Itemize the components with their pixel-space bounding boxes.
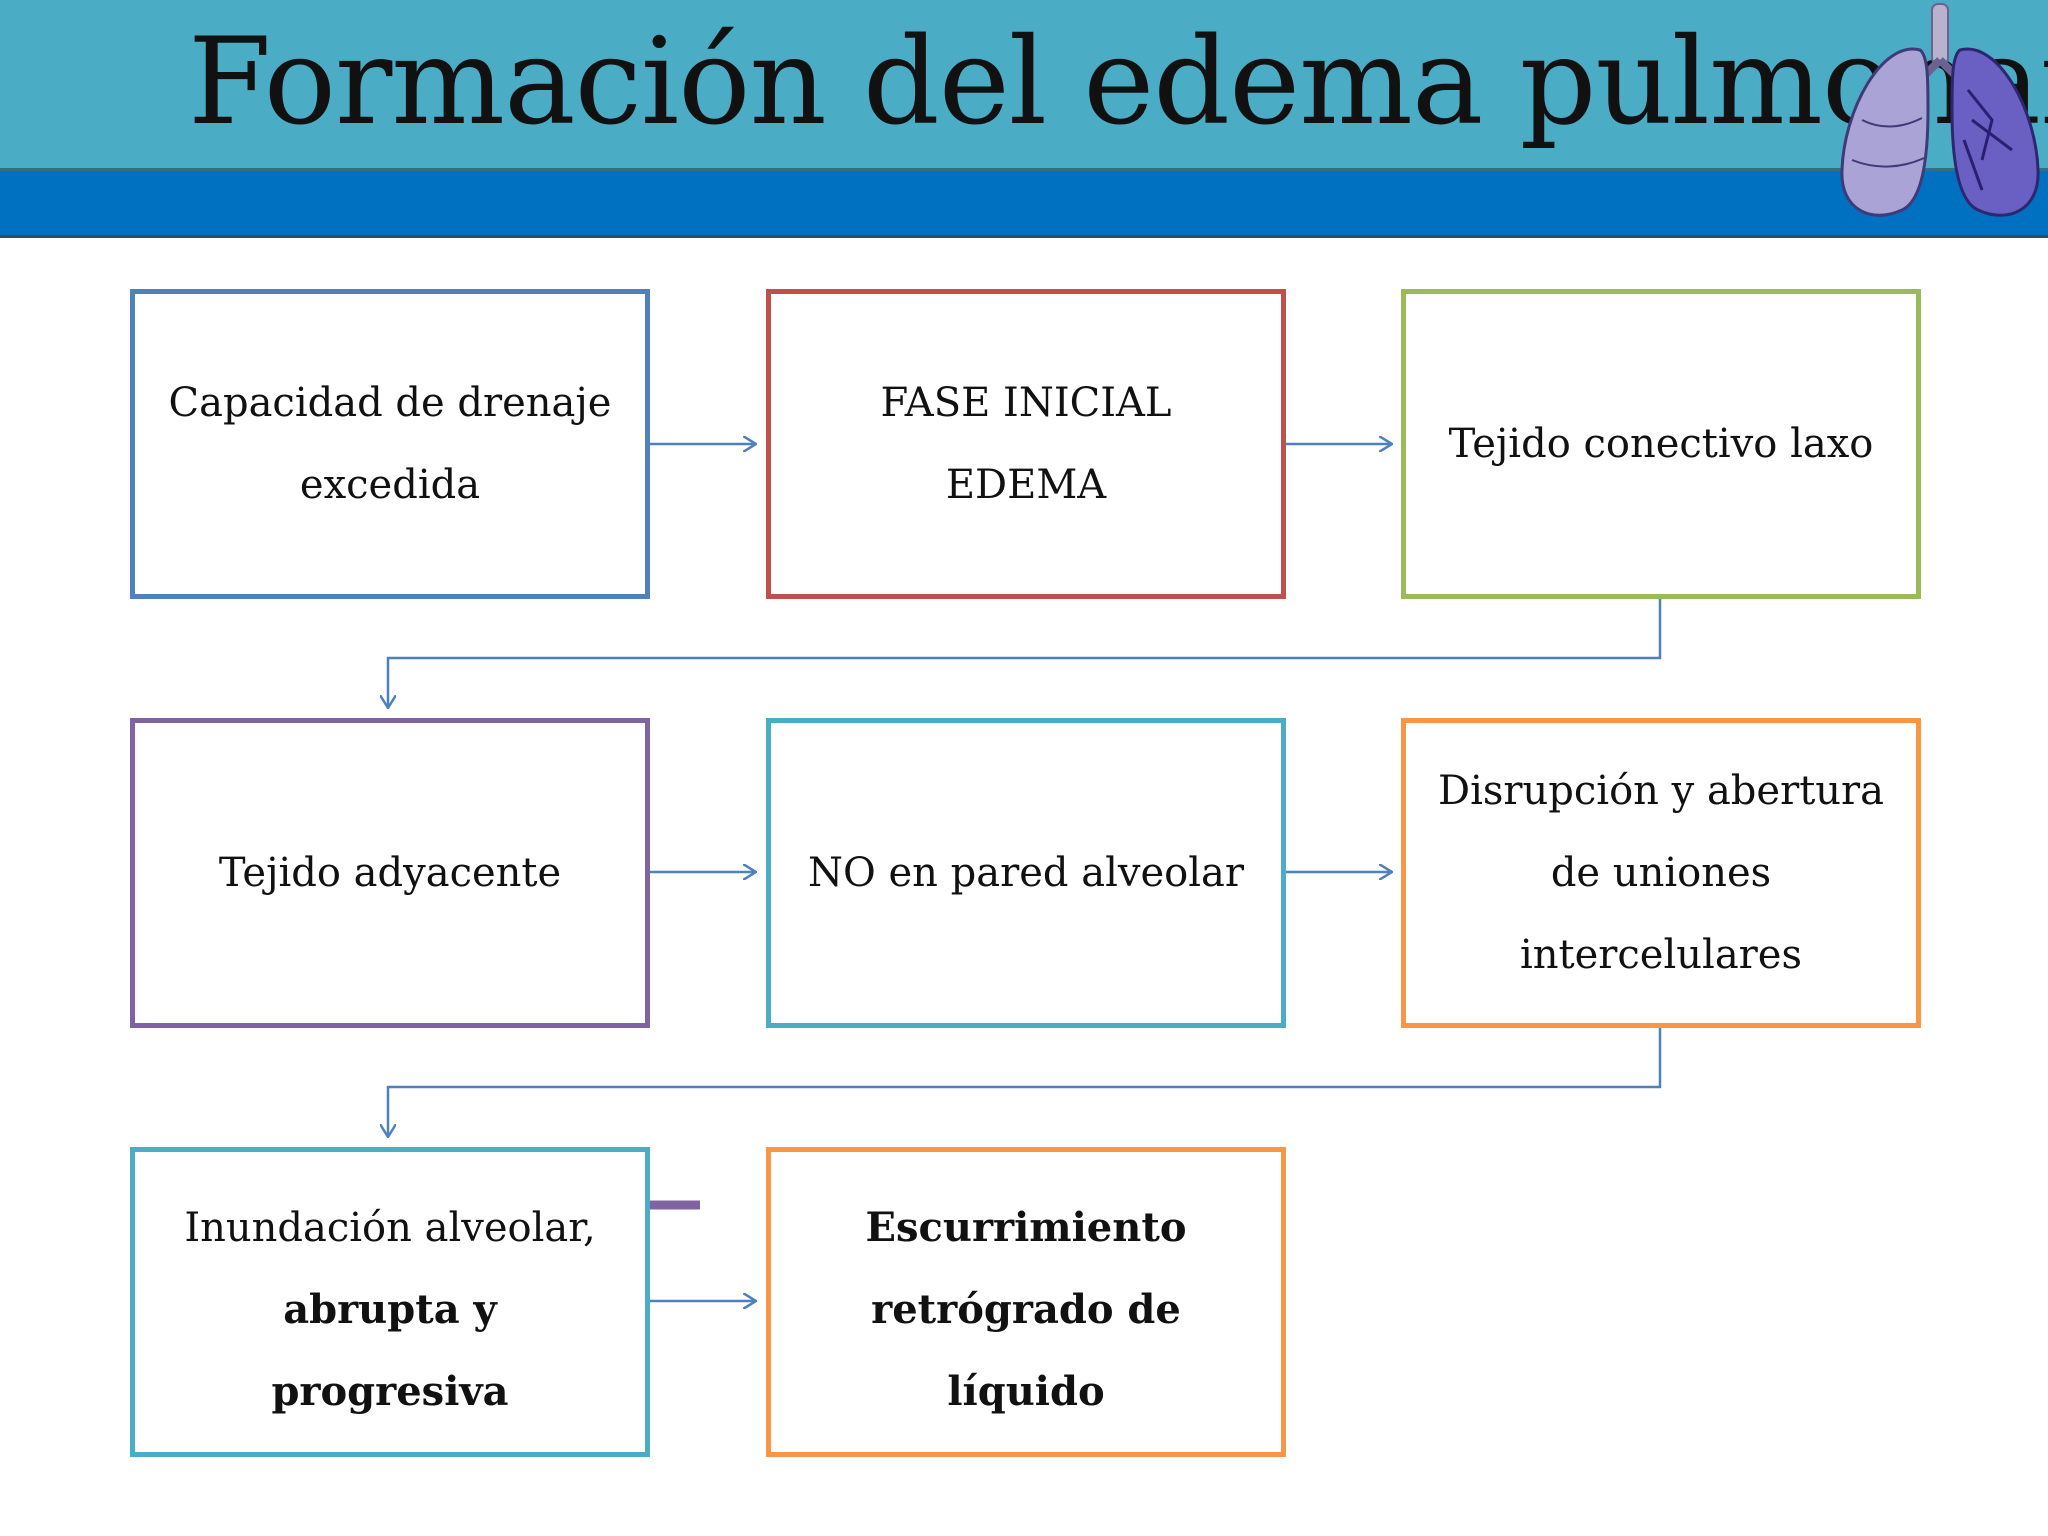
box-drenaje-line-2: excedida [299,462,481,508]
box-no-pared-line-1: NO en pared alveolar [808,850,1244,896]
box-escurrimiento-line-1: Escurrimiento [865,1204,1187,1251]
box-disrupcion-line-2: de uniones [1550,850,1772,896]
box-no-pared: NO en pared alveolar [766,718,1286,1028]
box-escurrimiento-line-2: retrógrado de líquido [871,1286,1181,1415]
box-inundacion: Inundación alveolar, abrupta y progresiv… [130,1147,650,1457]
arrow-disrupcion-to-inundacion [388,1027,1662,1137]
box-adyacente-line-1: Tejido adyacente [218,850,562,896]
box-adyacente: Tejido adyacente [130,718,650,1028]
header-banner [0,0,2048,171]
box-fase-inicial-line-1: FASE INICIAL EDEMA [880,380,1172,508]
box-inundacion-line-2: abrupta y progresiva [271,1286,509,1415]
lungs-icon [1840,3,2040,217]
box-conectivo: Tejido conectivo laxo [1401,289,1921,599]
page-title: Formación del edema pulmonar [188,13,2048,152]
box-drenaje: Capacidad de drenaje excedida [130,289,650,599]
box-escurrimiento: Escurrimiento retrógrado de líquido [766,1147,1286,1457]
box-inundacion-line-1: Inundación alveolar, [184,1205,596,1251]
box-disrupcion-line-3: intercelulares [1519,932,1802,978]
box-disrupcion: Disrupción y abertura de uniones interce… [1401,718,1921,1028]
arrow-conectivo-to-adyacente [388,599,1662,708]
box-conectivo-line-1: Tejido conectivo laxo [1448,421,1874,467]
box-disrupcion-line-1: Disrupción y abertura [1438,768,1884,814]
header-band [0,171,2048,238]
box-drenaje-line-1: Capacidad de drenaje [168,380,612,426]
box-fase-inicial: FASE INICIAL EDEMA [766,289,1286,599]
